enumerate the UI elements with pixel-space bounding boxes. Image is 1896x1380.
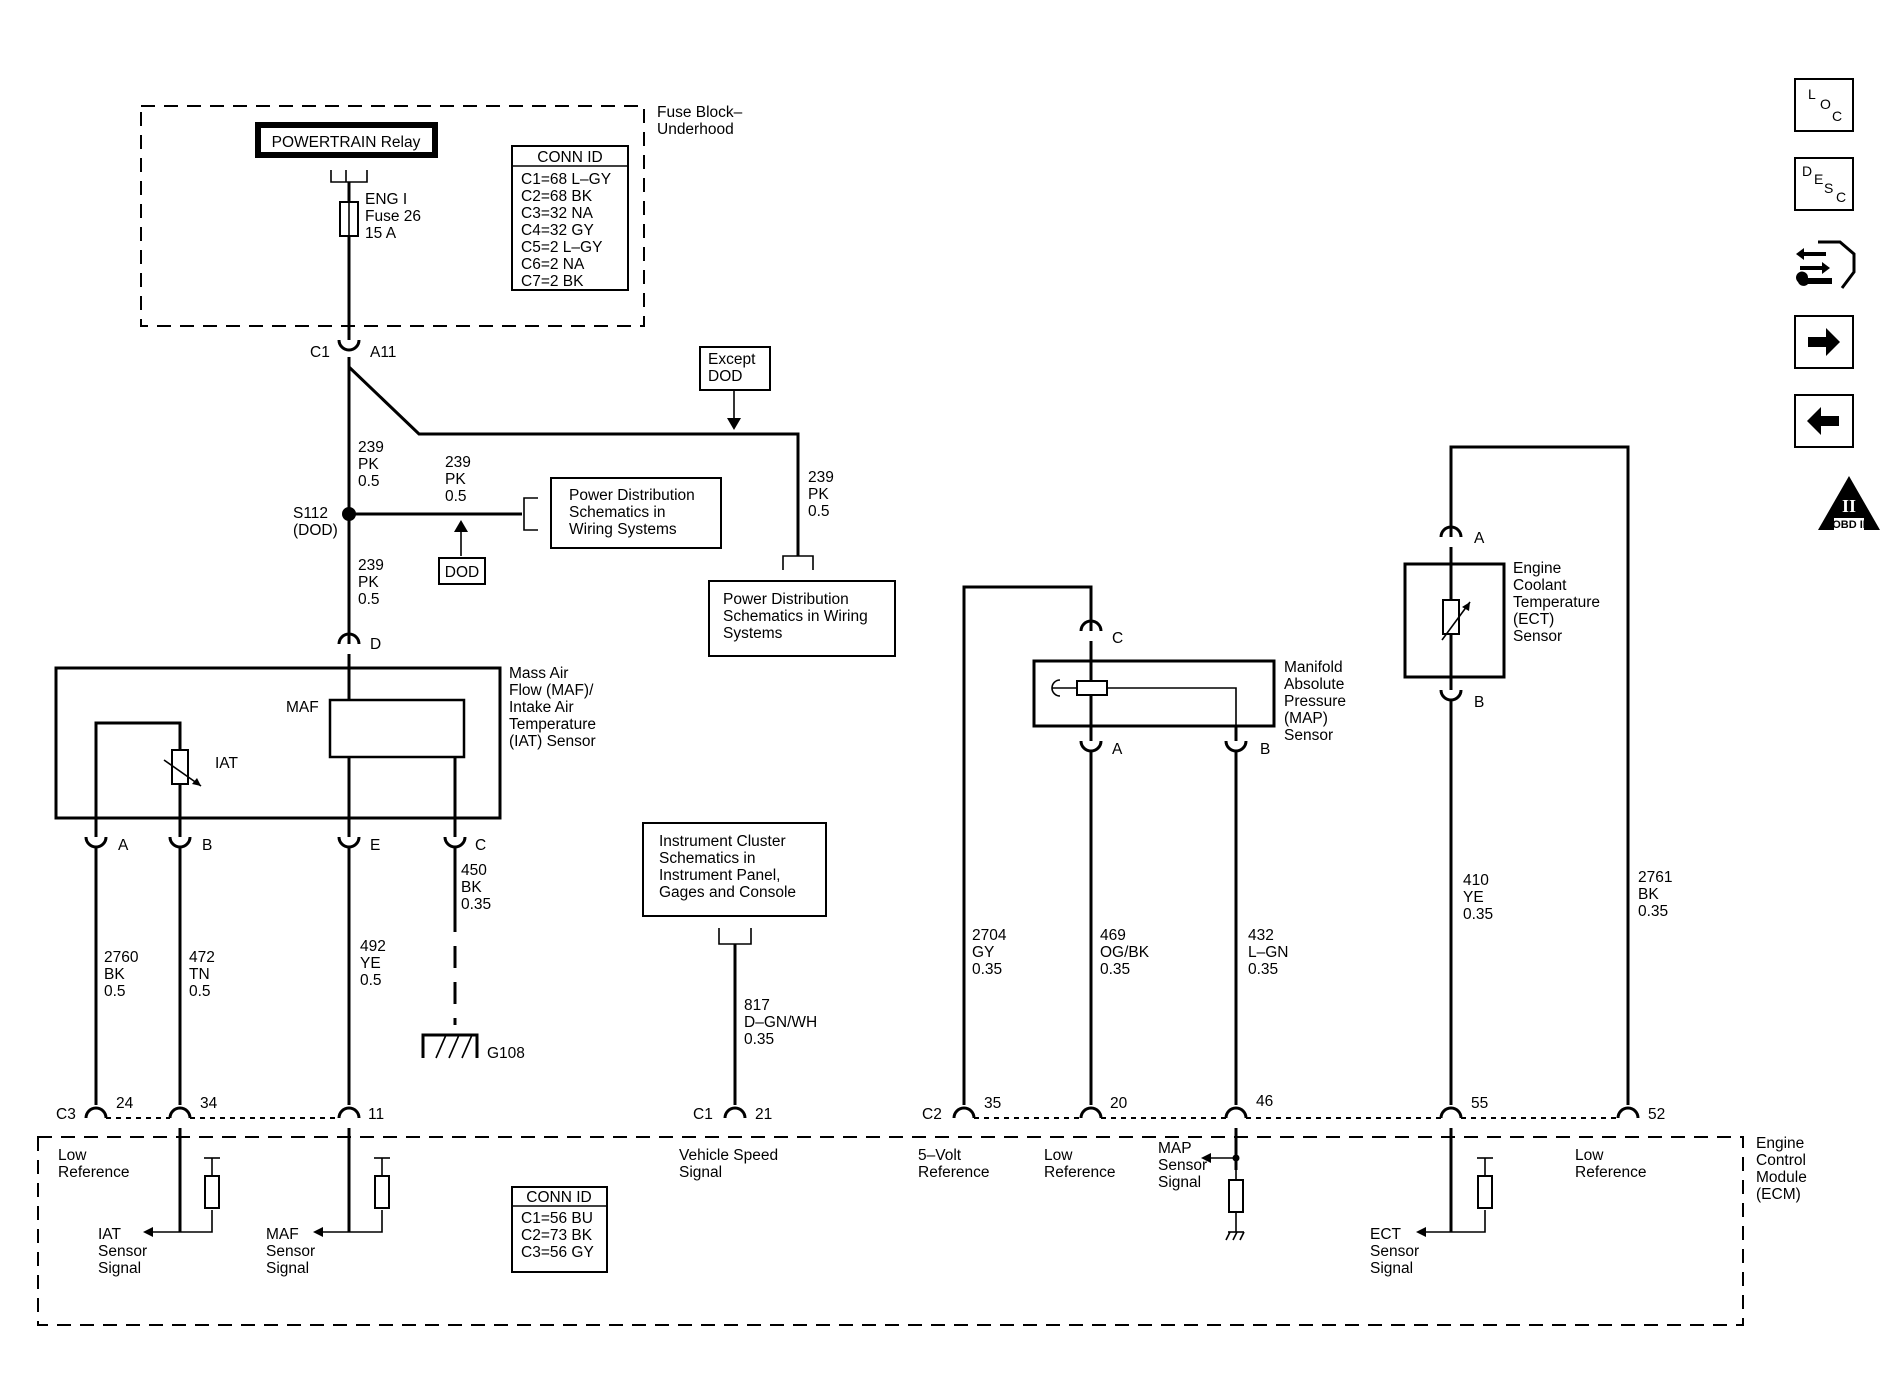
svg-text:C1: C1 <box>693 1106 713 1123</box>
wire-239-top: 239 PK 0.5 <box>358 439 388 490</box>
svg-text:E: E <box>370 837 380 854</box>
arrow-left-icon <box>1807 407 1839 435</box>
fuse-label: ENG I Fuse 26 15 A <box>365 191 425 242</box>
svg-text:MAF: MAF <box>286 699 319 716</box>
maf-iat-sensor <box>54 666 502 820</box>
wire-239-bottom: 239 PK 0.5 <box>358 557 388 608</box>
svg-text:20: 20 <box>1110 1095 1128 1112</box>
ecm-conn-list: C1=56 BU C2=73 BK C3=56 GY <box>521 1210 597 1261</box>
svg-text:C1: C1 <box>310 344 330 361</box>
fuse-block-outline <box>140 105 645 327</box>
svg-text:S112 (DOD): S112 (DOD) <box>293 505 338 539</box>
svg-text:Power Distribution Schemat: Power Distribution Schematics in Wiring … <box>723 591 872 642</box>
wire-2761: 2761 BK 0.35 <box>1638 869 1677 920</box>
ecm-vehicle-speed: Vehicle Speed Signal <box>679 1147 782 1181</box>
location-button[interactable]: L O C <box>1794 78 1854 132</box>
svg-text:Instrument Cluster Schemat: Instrument Cluster Schematics in Instrum… <box>659 833 796 901</box>
wire-410: 410 YE 0.35 <box>1463 872 1493 923</box>
svg-text:Except DOD: Except DOD <box>708 351 760 385</box>
ecm-map-signal: MAP Sensor Signal <box>1158 1140 1211 1191</box>
map-sensor <box>1032 659 1276 728</box>
ecm-maf-signal: MAF Sensor Signal <box>266 1226 319 1277</box>
maf-element <box>328 698 466 759</box>
svg-text:II: II <box>1842 496 1856 516</box>
previous-page-button[interactable] <box>1794 394 1854 448</box>
ground-g108 <box>421 1033 479 1058</box>
wire-2704: 2704 GY 0.35 <box>972 927 1011 978</box>
svg-text:B: B <box>1260 741 1270 758</box>
power-distribution-ref-1[interactable] <box>550 477 722 549</box>
svg-text:C: C <box>1112 630 1123 647</box>
svg-text:34: 34 <box>200 1095 218 1112</box>
dod-box <box>438 557 486 585</box>
fuse-block-label: Fuse Block– Underhood <box>657 104 747 138</box>
ecm-ect-signal: ECT Sensor Signal <box>1370 1226 1423 1277</box>
ecm-low-reference-2: Low Reference <box>1044 1147 1116 1181</box>
svg-text:52: 52 <box>1648 1106 1665 1123</box>
arrow-right-icon <box>1808 328 1840 356</box>
connector-c1-a11 <box>337 339 361 352</box>
svg-text:C3: C3 <box>56 1106 76 1123</box>
ecm-conn-id <box>511 1186 608 1273</box>
svg-text:24: 24 <box>116 1095 134 1112</box>
svg-text:B: B <box>1474 694 1484 711</box>
fuse-block-conn-id <box>511 145 629 291</box>
maf-connector-d <box>337 632 361 645</box>
instrument-cluster-ref[interactable] <box>642 822 827 917</box>
ect-sensor-label: Engine Coolant Temperature (ECT) Sensor <box>1513 560 1604 645</box>
description-button[interactable]: D E S C <box>1794 157 1854 211</box>
obd-ii-icon: II OBD II <box>1818 476 1880 531</box>
svg-text:A: A <box>1474 530 1485 547</box>
svg-text:C: C <box>475 837 486 854</box>
power-distribution-ref-2[interactable] <box>708 580 896 657</box>
map-sensing-element <box>1076 680 1108 696</box>
svg-text:B: B <box>202 837 212 854</box>
wire-432: 432 L–GN 0.35 <box>1248 927 1293 978</box>
svg-text:G108: G108 <box>487 1045 525 1062</box>
svg-text:D: D <box>370 636 381 653</box>
ecm-iat-signal: IAT Sensor Signal <box>98 1226 151 1277</box>
wire-472: 472 TN 0.5 <box>189 949 219 1000</box>
svg-text:OBD II: OBD II <box>1832 519 1866 531</box>
ecm-5v-reference: 5–Volt Reference <box>918 1147 990 1181</box>
svg-text:21: 21 <box>755 1106 772 1123</box>
wire-239-branch: 239 PK 0.5 <box>445 454 475 505</box>
svg-text:C2: C2 <box>922 1106 942 1123</box>
fuse-block-conn-list: C1=68 L–GY C2=68 BK C3=32 NA C4=32 GY C5… <box>521 171 615 290</box>
svg-text:A: A <box>118 837 129 854</box>
svg-text:IAT: IAT <box>215 755 238 772</box>
svg-text:A11: A11 <box>370 344 396 361</box>
ecm-label: Engine Control Module (ECM) <box>1756 1135 1811 1203</box>
maf-iat-sensor-label: Mass Air Flow (MAF)/ Intake Air Temperat… <box>509 665 600 750</box>
svg-text:11: 11 <box>368 1106 384 1123</box>
ecm-low-reference-3: Low Reference <box>1575 1147 1647 1181</box>
svg-text:CONN ID: CONN ID <box>526 1189 591 1206</box>
except-dod-box <box>699 346 771 391</box>
svg-text:A: A <box>1112 741 1123 758</box>
svg-text:Power Distribution Schemat: Power Distribution Schematics in Wiring … <box>569 487 699 538</box>
map-sensor-label: Manifold Absolute Pressure (MAP) Sensor <box>1284 659 1350 744</box>
powertrain-relay-label: POWERTRAIN Relay <box>272 134 421 151</box>
svg-text:55: 55 <box>1471 1095 1488 1112</box>
wire-492: 492 YE 0.5 <box>360 938 390 989</box>
ecm-outline <box>37 1136 1744 1326</box>
wire-2760: 2760 BK 0.5 <box>104 949 143 1000</box>
svg-text:CONN ID: CONN ID <box>537 149 602 166</box>
ecm-low-reference-1: Low Reference <box>58 1147 130 1181</box>
wire-450: 450 BK 0.35 <box>461 862 491 913</box>
svg-text:35: 35 <box>984 1095 1001 1112</box>
connector-end-view-icon[interactable] <box>1794 232 1858 294</box>
ect-sensor <box>1403 562 1506 679</box>
next-page-button[interactable] <box>1794 315 1854 369</box>
wire-239-right: 239 PK 0.5 <box>808 469 838 520</box>
obd-ii-button[interactable]: II OBD II <box>1816 474 1882 534</box>
svg-text:DOD: DOD <box>445 564 479 581</box>
svg-text:46: 46 <box>1256 1093 1273 1110</box>
wire-817: 817 D–GN/WH 0.35 <box>744 997 822 1048</box>
wire-469: 469 OG/BK 0.35 <box>1100 927 1153 978</box>
